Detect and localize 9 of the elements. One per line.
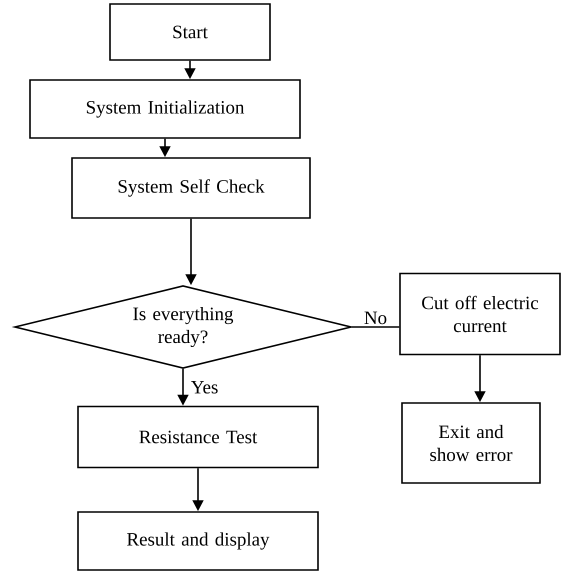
process-box: System Self Check xyxy=(71,157,311,219)
process-box: Cut off electric current xyxy=(399,272,561,356)
process-box: Result and display xyxy=(77,511,319,571)
edge-label: No xyxy=(362,310,388,326)
process-box: System Initialization xyxy=(29,79,301,139)
process-box: Resistance Test xyxy=(77,406,319,468)
process-box: Start xyxy=(109,3,271,61)
process-box: Exit and show error xyxy=(401,402,541,484)
edge-label: Yes xyxy=(190,380,220,395)
